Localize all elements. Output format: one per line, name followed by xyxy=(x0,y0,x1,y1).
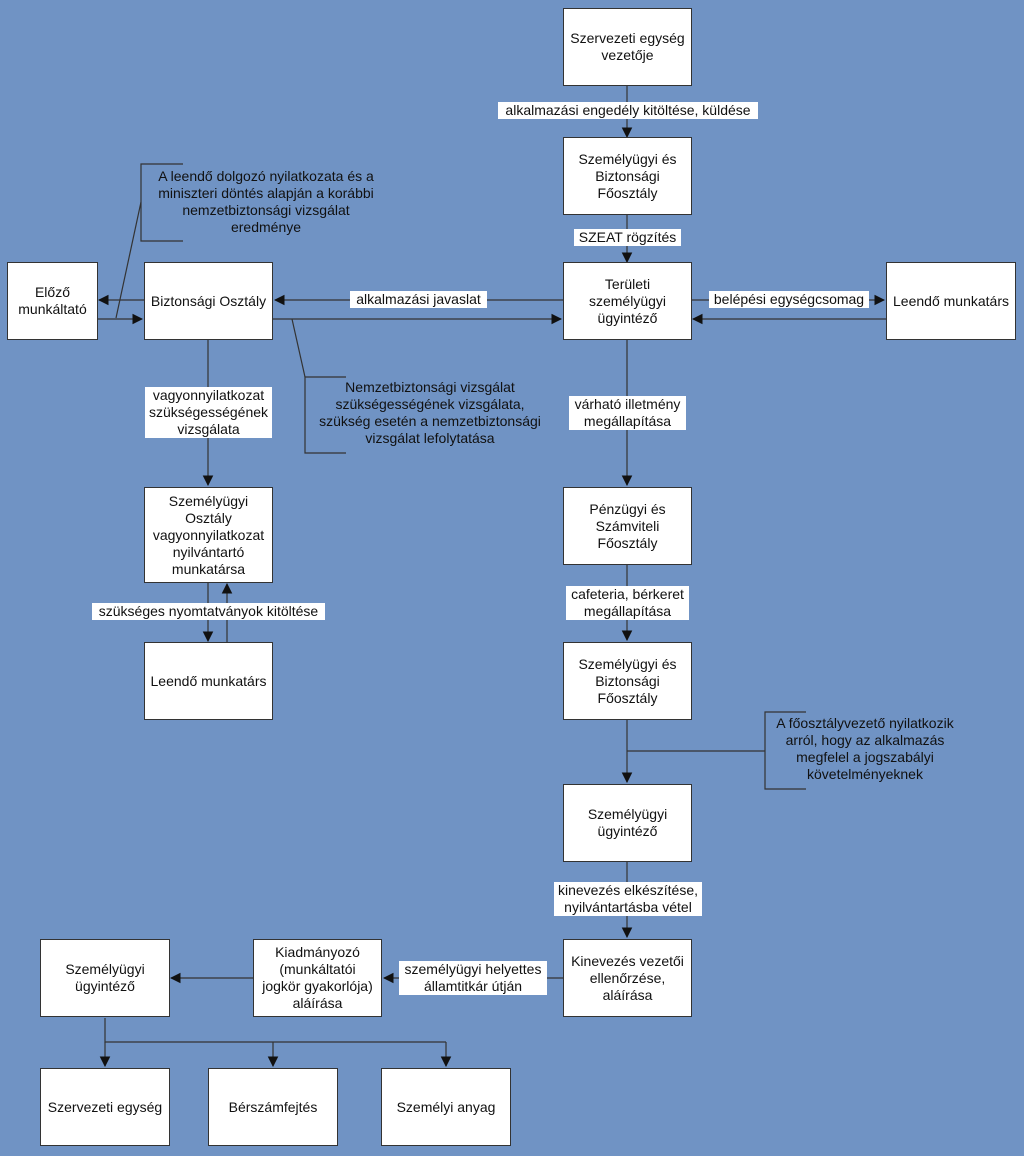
box-asset-declaration-staff: Személyügyi Osztály vagyonnyilatkozat ny… xyxy=(144,487,273,583)
label-via-deputy: személyügyi helyettes államtitkár útján xyxy=(399,961,547,995)
label-expected-salary: várható illetmény megállapítása xyxy=(569,396,686,430)
box-hr-security-dept-2: Személyügyi és Biztonsági Főosztály xyxy=(563,642,692,720)
label-asset-declaration-check: vagyonnyilatkozat szükségességének vizsg… xyxy=(145,387,272,438)
note-bracket-security xyxy=(304,376,346,454)
box-personal-file: Személyi anyag xyxy=(381,1068,511,1146)
note-bracket-head xyxy=(764,711,806,790)
note-security-check: Nemzetbiztonsági vizsgálat szükségességé… xyxy=(319,379,541,446)
label-szeat-record: SZEAT rögzítés xyxy=(574,229,681,246)
note-head-statement: A főosztályvezető nyilatkozik arról, hog… xyxy=(776,715,954,782)
box-prospective-employee-2: Leendő munkatárs xyxy=(144,642,273,720)
box-hr-officer-2: Személyügyi ügyintéző xyxy=(40,939,170,1017)
box-payroll: Bérszámfejtés xyxy=(208,1068,338,1146)
distribution-bus xyxy=(104,1018,446,1043)
box-previous-employer: Előző munkáltató xyxy=(7,262,98,340)
box-issuer-signature: Kiadmányozó (munkáltatói jogkör gyakorló… xyxy=(253,939,382,1017)
label-appointment-prep: kinevezés elkészítése, nyilvántartásba v… xyxy=(554,882,702,916)
note-leader-previous xyxy=(115,201,142,319)
label-fill-hiring-permit: alkalmazási engedély kitöltése, küldése xyxy=(498,102,758,119)
note-previous-check: A leendő dolgozó nyilatkozata és a minis… xyxy=(158,168,374,235)
box-finance-dept: Pénzügyi és Számviteli Főosztály xyxy=(563,487,692,565)
box-appointment-signature: Kinevezés vezetői ellenőrzése, aláírása xyxy=(563,939,692,1017)
note-leader-security xyxy=(291,318,306,378)
box-regional-hr-officer: Területi személyügyi ügyintéző xyxy=(563,262,692,340)
box-security-dept: Biztonsági Osztály xyxy=(144,262,273,340)
label-onboarding-package: belépési egységcsomag xyxy=(709,291,869,308)
box-org-unit: Szervezeti egység xyxy=(40,1068,170,1146)
label-cafeteria: cafeteria, bérkeret megállapítása xyxy=(566,586,689,620)
label-hiring-proposal: alkalmazási javaslat xyxy=(350,291,487,308)
box-org-unit-head: Szervezeti egység vezetője xyxy=(563,8,692,86)
box-prospective-employee: Leendő munkatárs xyxy=(886,262,1016,340)
label-fill-forms: szükséges nyomtatványok kitöltése xyxy=(92,603,325,620)
box-hr-officer: Személyügyi ügyintéző xyxy=(563,784,692,862)
box-hr-security-dept: Személyügyi és Biztonsági Főosztály xyxy=(563,137,692,215)
